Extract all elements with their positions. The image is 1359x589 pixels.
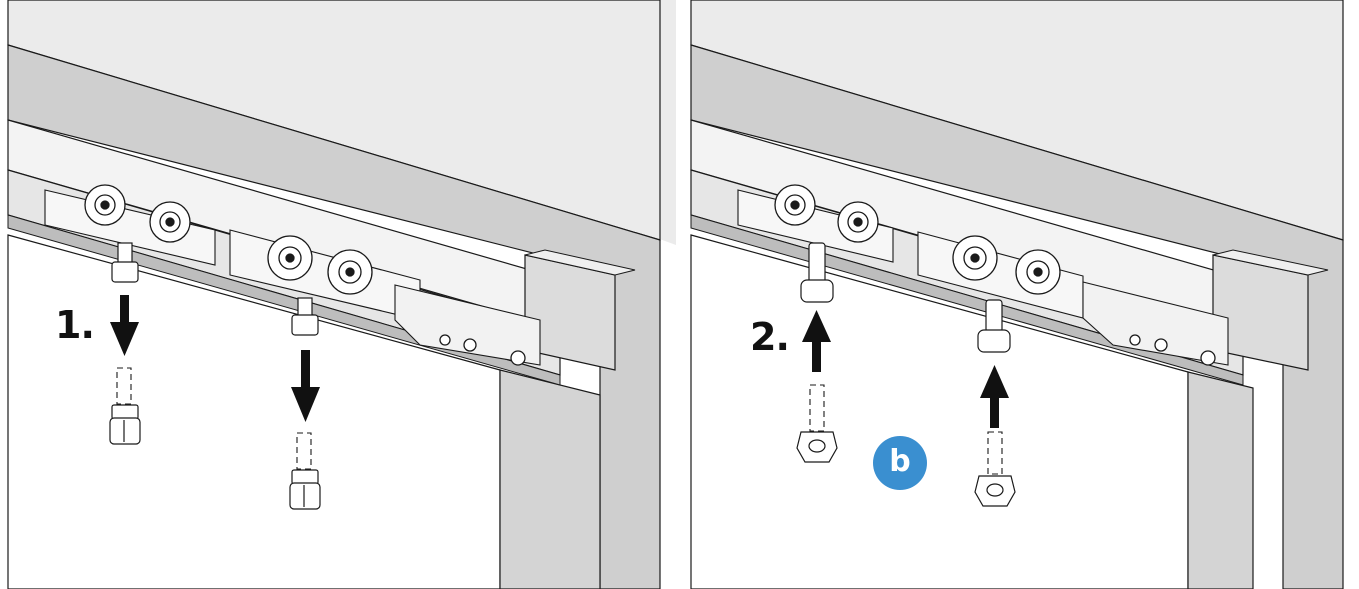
step-number-1: 1. <box>55 303 95 347</box>
panel-divider <box>676 0 683 589</box>
illustration-step-1 <box>0 0 676 589</box>
step-number-2: 2. <box>750 315 790 359</box>
variant-badge: b <box>873 436 927 490</box>
panel-step-1: 1. <box>0 0 676 589</box>
panel-step-2: 2. b <box>683 0 1359 589</box>
illustration-step-2 <box>683 0 1359 589</box>
